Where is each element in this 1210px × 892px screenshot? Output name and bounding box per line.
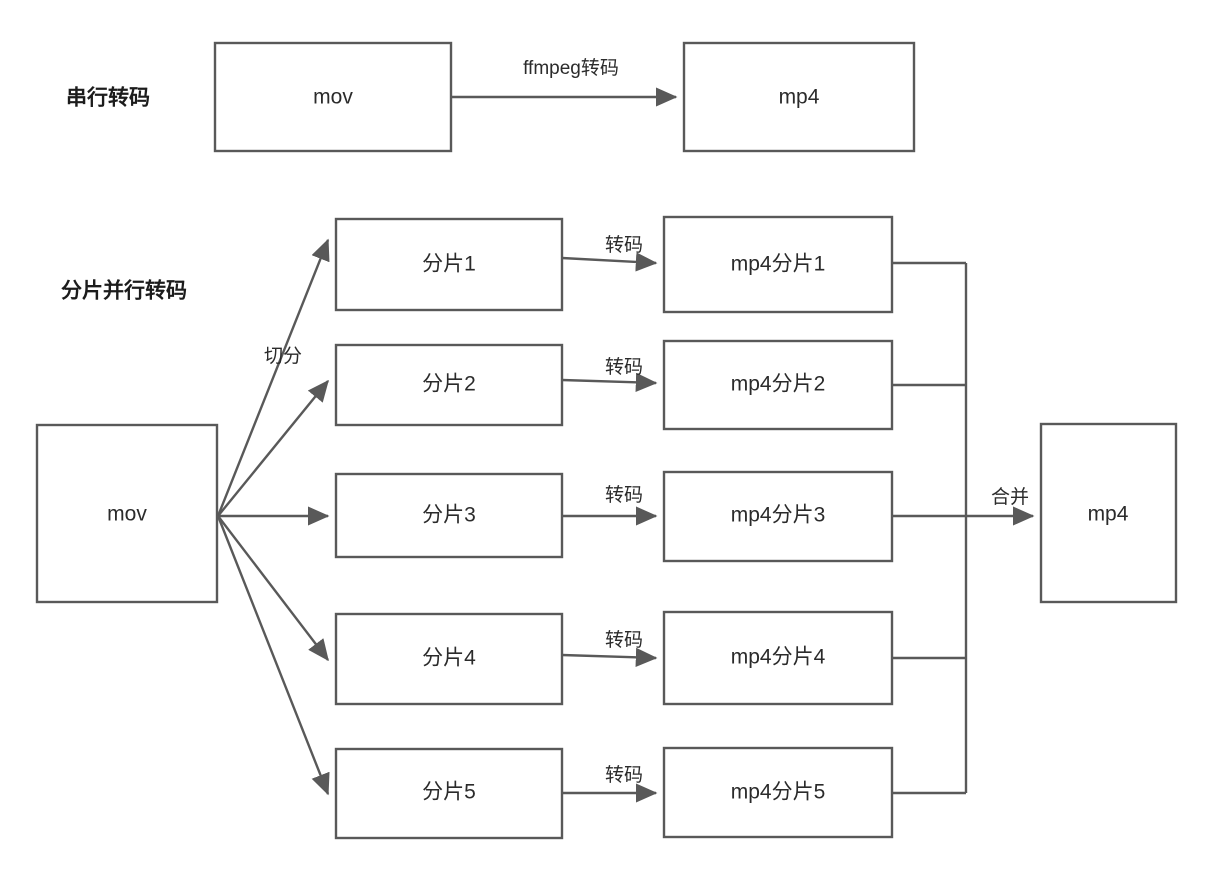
section-label-parallel: 分片并行转码	[61, 279, 187, 303]
edge-split-to-segment-4	[217, 515, 329, 662]
node-parallel-source-label: mov	[107, 503, 147, 526]
node-output-1[interactable]: mp4分片1	[662, 215, 894, 314]
node-serial-target-rect[interactable]	[682, 41, 916, 153]
node-segment-1-rect[interactable]	[334, 217, 564, 312]
node-output-3-rect[interactable]	[662, 470, 894, 563]
edge-label-transcode-4: 转码	[605, 629, 643, 651]
node-serial-source[interactable]: mov	[213, 41, 453, 153]
row-segment-3: 分片3 转码 mp4分片3	[334, 470, 966, 563]
node-segment-4[interactable]: 分片4	[334, 612, 564, 706]
edge-transcode-1-arrow	[561, 252, 658, 272]
edge-label-merge: 合并	[991, 486, 1029, 508]
node-output-4-label: mp4分片4	[731, 646, 826, 669]
edge-label-transcode-5: 转码	[605, 764, 643, 786]
node-parallel-target-rect[interactable]	[1039, 422, 1178, 604]
node-segment-2-rect[interactable]	[334, 343, 564, 427]
node-output-4-rect[interactable]	[662, 610, 894, 706]
node-segment-5[interactable]: 分片5	[334, 747, 564, 840]
node-parallel-target-label: mp4	[1088, 503, 1129, 526]
row-segment-1: 分片1 转码 mp4分片1	[334, 215, 966, 314]
node-serial-target[interactable]: mp4	[682, 41, 916, 153]
node-serial-target-label: mp4	[779, 86, 820, 109]
node-output-3[interactable]: mp4分片3	[662, 470, 894, 563]
node-segment-1-label: 分片1	[422, 253, 476, 276]
section-label-serial: 串行转码	[66, 86, 150, 110]
node-parallel-source-rect[interactable]	[35, 423, 219, 604]
node-output-5[interactable]: mp4分片5	[662, 746, 894, 839]
node-output-2[interactable]: mp4分片2	[662, 339, 894, 431]
node-segment-5-rect[interactable]	[334, 747, 564, 840]
node-output-1-rect[interactable]	[662, 215, 894, 314]
row-segment-5: 分片5 转码 mp4分片5	[334, 746, 966, 840]
edge-label-transcode-2: 转码	[605, 356, 643, 378]
edge-split-to-segment-1	[216, 238, 330, 517]
edge-transcode-4-arrow	[561, 647, 658, 667]
edge-label-transcode-3: 转码	[605, 484, 643, 506]
node-serial-source-label: mov	[313, 86, 353, 109]
edge-split-to-segment-5	[216, 515, 330, 796]
edge-split-to-segment-2	[217, 379, 329, 517]
node-serial-source-rect[interactable]	[213, 41, 453, 153]
node-segment-1[interactable]: 分片1	[334, 217, 564, 312]
node-parallel-target[interactable]: mp4	[1039, 422, 1178, 604]
node-output-5-label: mp4分片5	[731, 781, 826, 804]
edge-transcode-2-arrow	[561, 372, 658, 392]
node-segment-5-label: 分片5	[422, 781, 476, 804]
node-output-3-label: mp4分片3	[731, 504, 826, 527]
node-output-2-label: mp4分片2	[731, 373, 826, 396]
node-output-4[interactable]: mp4分片4	[662, 610, 894, 706]
row-segment-2: 分片2 转码 mp4分片2	[334, 339, 966, 431]
node-segment-4-label: 分片4	[422, 647, 476, 670]
row-segment-4: 分片4 转码 mp4分片4	[334, 610, 966, 706]
section-serial-transcode: 串行转码 mov ffmpeg转码 mp4	[66, 41, 916, 153]
node-segment-4-rect[interactable]	[334, 612, 564, 706]
node-segment-2-label: 分片2	[422, 373, 476, 396]
node-output-1-label: mp4分片1	[731, 253, 826, 276]
node-segment-3[interactable]: 分片3	[334, 472, 564, 559]
node-segment-3-label: 分片3	[422, 504, 476, 527]
edge-label-transcode-1: 转码	[605, 234, 643, 256]
node-parallel-source[interactable]: mov	[35, 423, 219, 604]
edge-label-split: 切分	[264, 345, 302, 367]
node-output-5-rect[interactable]	[662, 746, 894, 839]
node-segment-2[interactable]: 分片2	[334, 343, 564, 427]
section-parallel-transcode: 分片并行转码 mov 切分 分片1 转码	[35, 215, 1178, 840]
edge-label-ffmpeg-transcode: ffmpeg转码	[523, 57, 619, 79]
